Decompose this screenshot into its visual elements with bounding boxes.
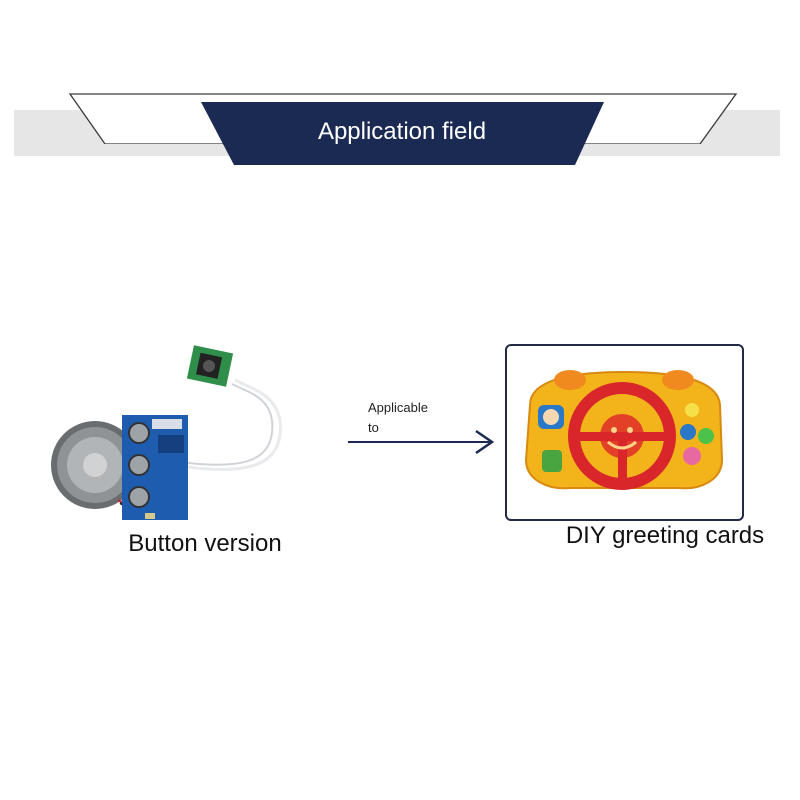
banner-graphic: [14, 93, 780, 165]
diy-greeting-cards-caption: DIY greeting cards: [565, 522, 765, 549]
banner-title: Application field: [317, 118, 487, 145]
steering-wheel: [568, 382, 676, 490]
button-pcb: [186, 345, 234, 387]
button-version-caption: Button version: [128, 530, 282, 557]
sound-module-image: [51, 345, 282, 520]
speaker: [51, 421, 139, 509]
right-arrow-icon: [348, 429, 495, 455]
arrow-label: Applicable to: [368, 400, 428, 435]
toy-steering-wheel-image: [524, 370, 724, 490]
banner-navy-tab: [201, 102, 604, 165]
pcb-board: [122, 415, 188, 520]
